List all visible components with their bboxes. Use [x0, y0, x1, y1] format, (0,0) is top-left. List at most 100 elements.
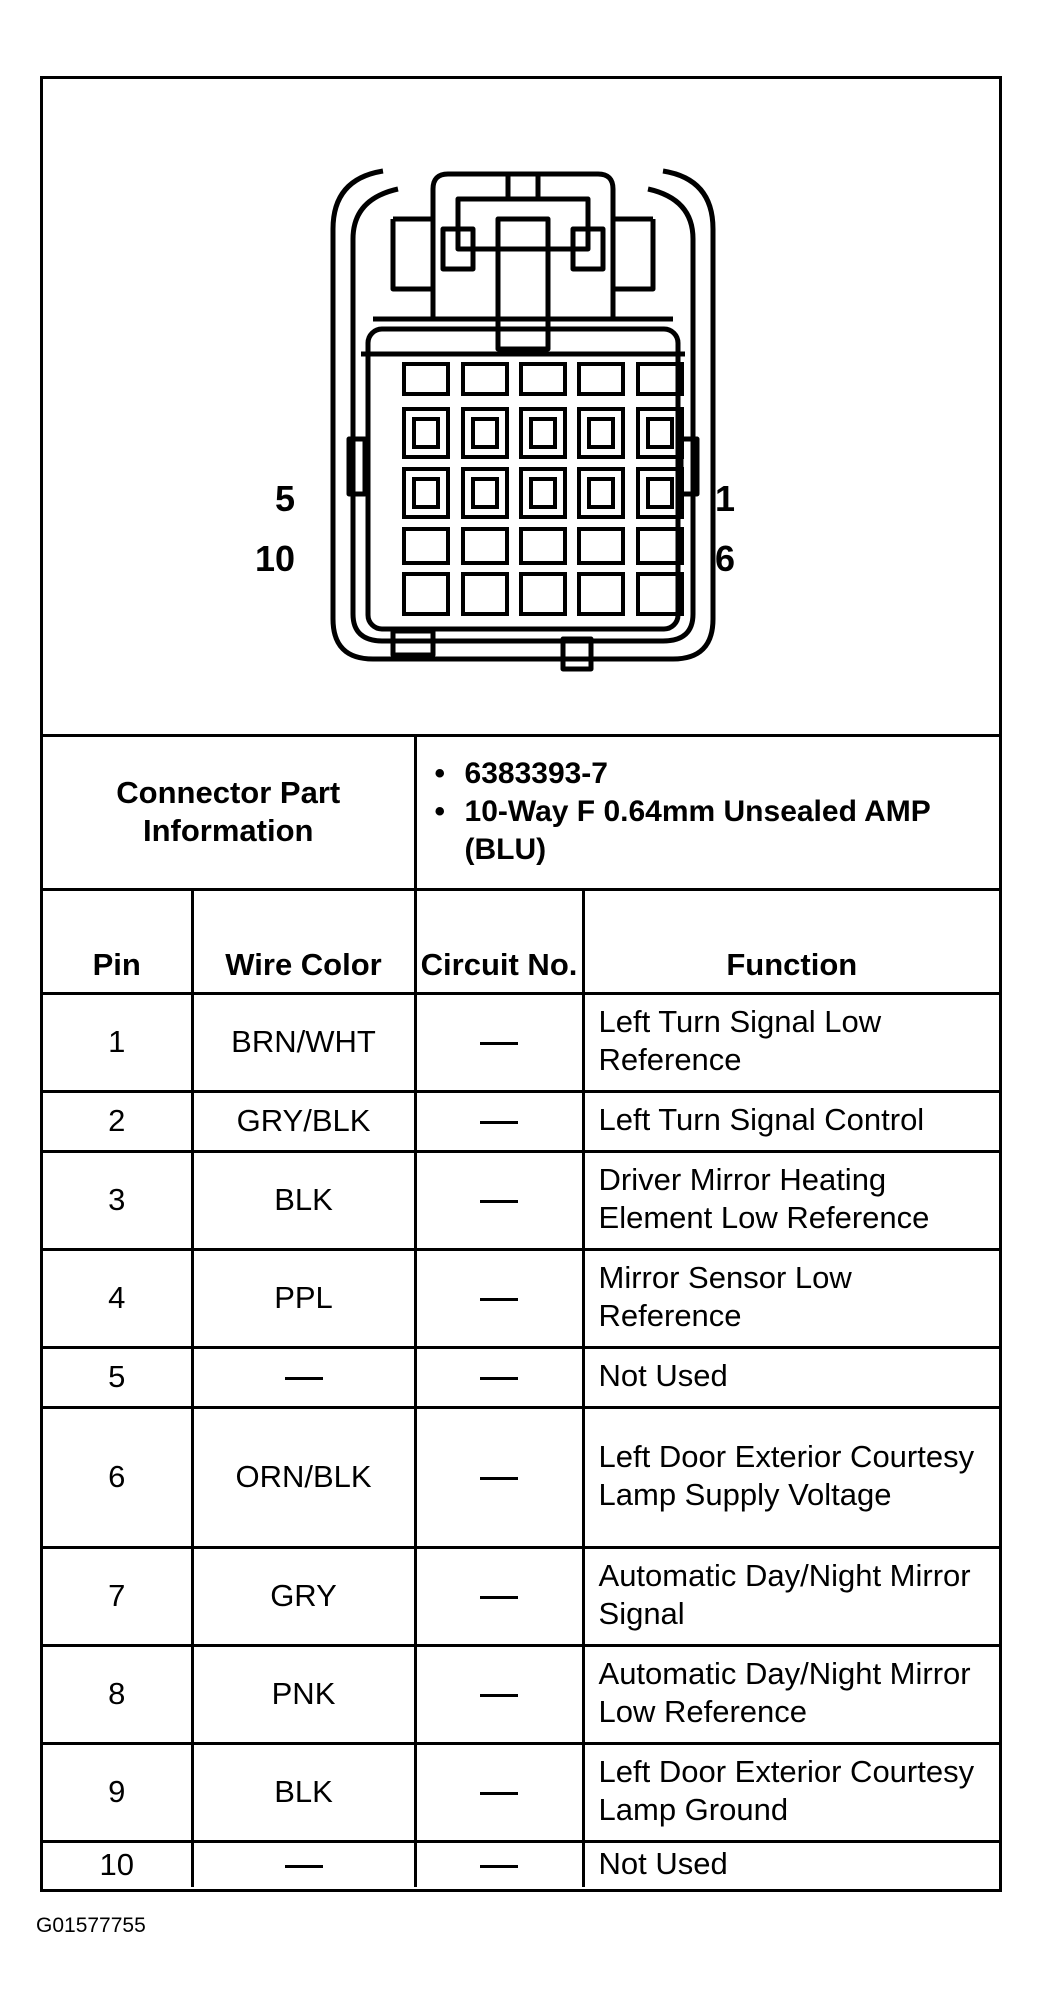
pin-cell: 5 — [43, 1345, 194, 1409]
part-info-label: Connector Part Information — [43, 737, 417, 891]
pin-cell: 8 — [43, 1643, 194, 1745]
connector-cavity — [577, 407, 625, 459]
function-cell: Left Turn Signal Low Reference — [581, 993, 1000, 1093]
wire-color-cell: GRY — [190, 1545, 417, 1647]
connector-cavity — [636, 467, 684, 519]
connector-cavity — [519, 467, 567, 519]
connector-cavity — [402, 467, 450, 519]
connector-cavity — [412, 477, 440, 509]
connector-cavity — [636, 527, 684, 565]
pin-cell: 1 — [43, 993, 194, 1093]
empty-dash — [480, 1200, 519, 1204]
function-cell: Not Used — [581, 1345, 1000, 1409]
pin-label-5: 5 — [275, 478, 296, 519]
pin-label-1: 1 — [715, 478, 736, 519]
empty-dash — [480, 1694, 519, 1698]
pinout-table: Connector Part Information 6383393-710-W… — [43, 737, 1000, 1887]
function-cell: Driver Mirror Heating Element Low Refere… — [581, 1149, 1000, 1251]
empty-dash — [284, 1377, 323, 1381]
connector-cavity — [529, 417, 557, 449]
connector-figure: 5 10 1 6 — [43, 79, 999, 737]
circuit-cell — [413, 1839, 585, 1887]
wire-color-cell: PPL — [190, 1247, 417, 1349]
header-row: Pin Wire Color Circuit No. Function — [43, 887, 1000, 995]
connector-cavity — [577, 362, 625, 396]
pin-label-6: 6 — [715, 538, 736, 579]
wire-color-cell: PNK — [190, 1643, 417, 1745]
pin-cell: 4 — [43, 1247, 194, 1349]
circuit-cell — [413, 1345, 585, 1409]
connector-cavity — [577, 467, 625, 519]
circuit-cell — [413, 1149, 585, 1251]
circuit-cell — [413, 1089, 585, 1153]
wire-color-cell: GRY/BLK — [190, 1089, 417, 1153]
function-cell: Left Door Exterior Courtesy Lamp Supply … — [581, 1405, 1000, 1549]
empty-dash — [480, 1792, 519, 1796]
pin-cell: 2 — [43, 1089, 194, 1153]
circuit-cell — [413, 1741, 585, 1843]
pin-cell: 3 — [43, 1149, 194, 1251]
connector-cavity — [519, 572, 567, 616]
connector-cavity — [529, 477, 557, 509]
header-pin: Pin — [43, 887, 194, 995]
function-cell: Automatic Day/Night Mirror Signal — [581, 1545, 1000, 1647]
connector-cavity — [577, 527, 625, 565]
connector-cavity — [519, 527, 567, 565]
wire-color-cell — [190, 1839, 417, 1887]
empty-dash — [480, 1596, 519, 1600]
part-info-list: 6383393-710-Way F 0.64mm Unsealed AMP (B… — [417, 747, 1000, 877]
circuit-cell — [413, 1643, 585, 1745]
pin-cell: 10 — [43, 1839, 194, 1887]
connector-cavity — [636, 362, 684, 396]
wire-color-cell: BLK — [190, 1149, 417, 1251]
connector-cavity — [412, 417, 440, 449]
wire-color-cell: BLK — [190, 1741, 417, 1843]
connector-face-drawing — [330, 168, 716, 672]
connector-cavity — [471, 477, 499, 509]
figure-code: G01577755 — [36, 1914, 146, 1937]
function-cell: Not Used — [581, 1839, 1000, 1887]
part-info-item: 10-Way F 0.64mm Unsealed AMP (BLU) — [435, 793, 990, 869]
connector-cavity — [461, 572, 509, 616]
connector-cavity — [402, 527, 450, 565]
connector-cavity — [636, 407, 684, 459]
header-circuit-no: Circuit No. — [413, 887, 585, 995]
part-info-row: Connector Part Information 6383393-710-W… — [43, 737, 1000, 891]
pin-cell: 7 — [43, 1545, 194, 1647]
empty-dash — [480, 1298, 519, 1302]
empty-dash — [480, 1042, 519, 1046]
connector-cavity — [461, 362, 509, 396]
circuit-cell — [413, 1545, 585, 1647]
connector-cavity — [461, 527, 509, 565]
connector-cavity — [402, 407, 450, 459]
table-row: 10 Not Used — [43, 1839, 1000, 1887]
connector-cavity — [587, 417, 615, 449]
empty-dash — [480, 1121, 519, 1125]
connector-cavity — [587, 477, 615, 509]
connector-cavity — [471, 417, 499, 449]
connector-cavity — [402, 362, 450, 396]
empty-dash — [480, 1477, 519, 1481]
connector-cavity — [461, 407, 509, 459]
connector-cavity — [577, 572, 625, 616]
empty-dash — [480, 1865, 519, 1869]
connector-cavity — [402, 572, 450, 616]
function-cell: Left Door Exterior Courtesy Lamp Ground — [581, 1741, 1000, 1843]
circuit-cell — [413, 1405, 585, 1549]
circuit-cell — [413, 993, 585, 1093]
pin-label-10: 10 — [255, 538, 296, 579]
wire-color-cell: BRN/WHT — [190, 993, 417, 1093]
connector-cavity — [646, 417, 674, 449]
header-function: Function — [581, 887, 1000, 995]
part-info-cell: 6383393-710-Way F 0.64mm Unsealed AMP (B… — [413, 737, 1000, 891]
function-cell: Left Turn Signal Control — [581, 1089, 1000, 1153]
function-cell: Mirror Sensor Low Reference — [581, 1247, 1000, 1349]
